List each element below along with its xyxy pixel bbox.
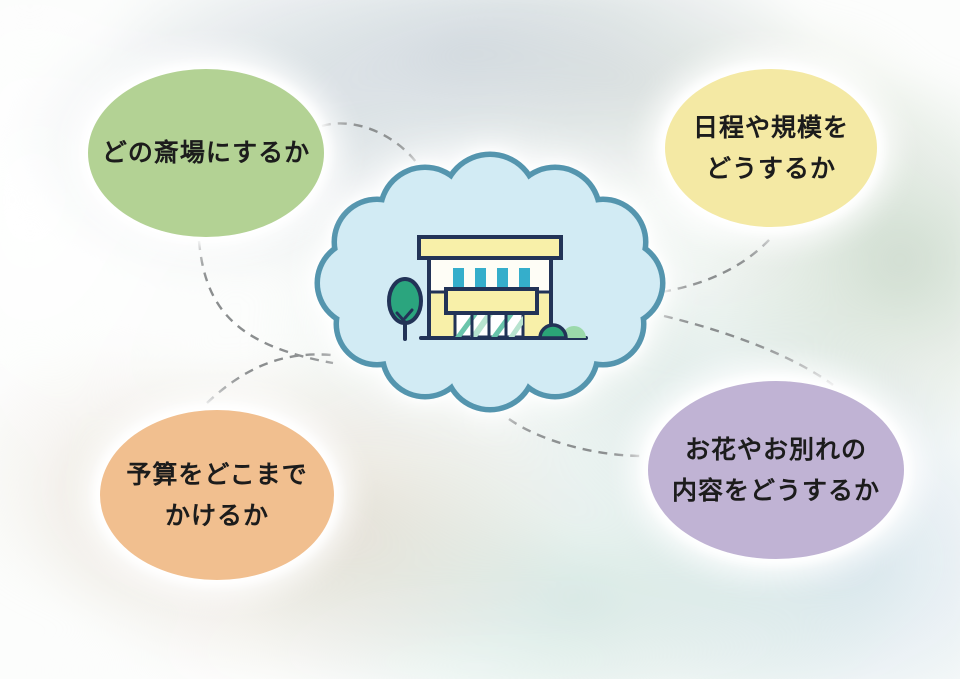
bubble-budget: 予算をどこまで かけるか — [100, 410, 334, 580]
connector-cloud-to-farewell — [663, 314, 834, 386]
bubble-schedule: 日程や規模を どうするか — [665, 69, 877, 227]
connector-budget-to-cloud — [206, 353, 332, 404]
bubble-farewell-label-line1: お花やお別れの — [684, 435, 867, 464]
central-cloud — [290, 135, 690, 425]
bubble-venue-label: どの斎場にするか — [101, 138, 311, 168]
bubble-schedule-label-line1: 日程や規模を — [692, 113, 849, 142]
tree-icon — [387, 277, 423, 341]
bubble-schedule-label-line2: どうするか — [705, 153, 836, 183]
bubble-farewell: お花やお別れの 内容をどうするか — [648, 381, 904, 559]
connector-venue-to-cloud-bottom — [197, 240, 334, 365]
building-icon — [387, 235, 588, 341]
connector-venue-to-cloud-top — [321, 122, 420, 167]
bubble-farewell-label-line2: 内容をどうするか — [671, 475, 880, 505]
connector-cloudbottom-to-farewell — [508, 418, 645, 458]
bubble-budget-label-line1: 予算をどこまで — [126, 460, 308, 489]
bubble-budget-label-line2: かけるか — [164, 500, 269, 530]
bubble-venue: どの斎場にするか — [88, 69, 324, 237]
bush-icons — [538, 323, 586, 340]
windows — [453, 268, 530, 288]
funeral-hall-icon — [314, 151, 666, 413]
